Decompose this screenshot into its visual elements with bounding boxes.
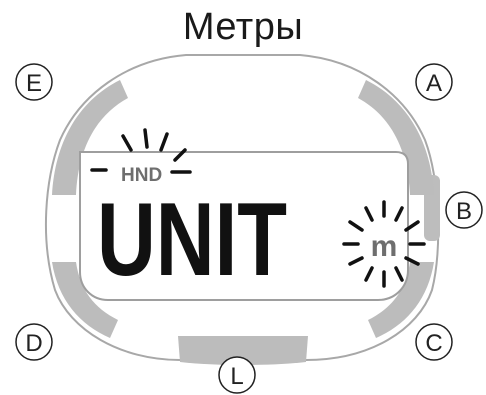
bezel-arc-top-left xyxy=(52,80,128,195)
unit-symbol: m xyxy=(371,230,398,263)
button-letter-l: L xyxy=(230,363,243,390)
button-letter-c: C xyxy=(425,330,442,357)
button-label-b: B xyxy=(445,191,483,229)
hnd-blink-marks xyxy=(90,128,187,172)
button-label-e: E xyxy=(15,63,53,101)
bezel-arc-top-right xyxy=(358,80,434,195)
button-letter-b: B xyxy=(456,198,472,225)
page-title: Метры xyxy=(182,6,304,48)
bezel-arc-bottom-right xyxy=(368,262,434,338)
button-letter-e: E xyxy=(26,70,42,97)
unit-blink-marks xyxy=(342,200,426,288)
watch-outline xyxy=(44,54,440,361)
button-l-bar xyxy=(178,336,308,365)
lcd-window xyxy=(79,151,409,301)
button-label-d: D xyxy=(15,323,53,361)
button-letter-d: D xyxy=(25,330,42,357)
lcd-main-text: UNIT xyxy=(97,182,287,298)
button-label-l: L xyxy=(218,356,256,394)
bezel-arc-bottom-left xyxy=(52,262,118,338)
button-letter-a: A xyxy=(426,70,442,97)
hnd-indicator: HND xyxy=(121,165,162,186)
button-label-c: C xyxy=(415,323,453,361)
button-label-a: A xyxy=(415,63,453,101)
